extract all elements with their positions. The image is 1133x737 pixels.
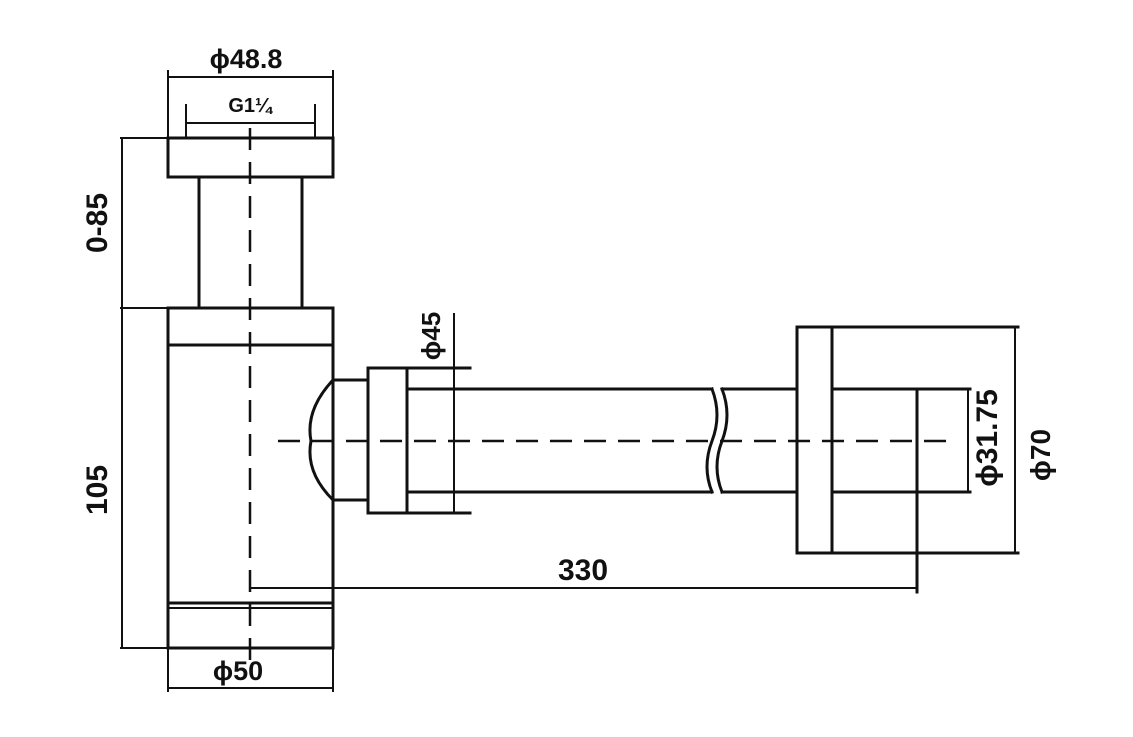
- dim-body-height: 105: [81, 308, 168, 649]
- body-height-label: 105: [81, 465, 114, 515]
- outlet-dome: [308, 377, 370, 503]
- height-adjust-label: 0-85: [81, 193, 114, 253]
- pipe-length-label: 330: [558, 554, 608, 587]
- dim-body-diameter: ϕ50: [167, 648, 334, 692]
- neck-tube: [197, 175, 304, 310]
- thread-label: G1¼: [228, 95, 274, 117]
- dim-nut-diameter: ϕ45: [416, 312, 455, 513]
- dim-pipe-length: 330: [250, 554, 917, 589]
- flange-diameter-label: ϕ70: [1025, 429, 1056, 481]
- wall-flange: [795, 325, 1020, 594]
- dim-flange-diameter: ϕ70: [1014, 327, 1056, 553]
- dim-top-diameter: ϕ48.8: [167, 44, 334, 138]
- dim-height-adjust: 0-85: [81, 137, 168, 309]
- body-diameter-label: ϕ50: [213, 656, 263, 686]
- top-diameter-label: ϕ48.8: [210, 44, 283, 74]
- dim-pipe-diameter: ϕ31.75: [967, 389, 1004, 492]
- dim-thread: G1¼: [185, 95, 316, 138]
- nut-diameter-label: ϕ45: [416, 312, 446, 360]
- pipe-diameter-label: ϕ31.75: [971, 389, 1004, 487]
